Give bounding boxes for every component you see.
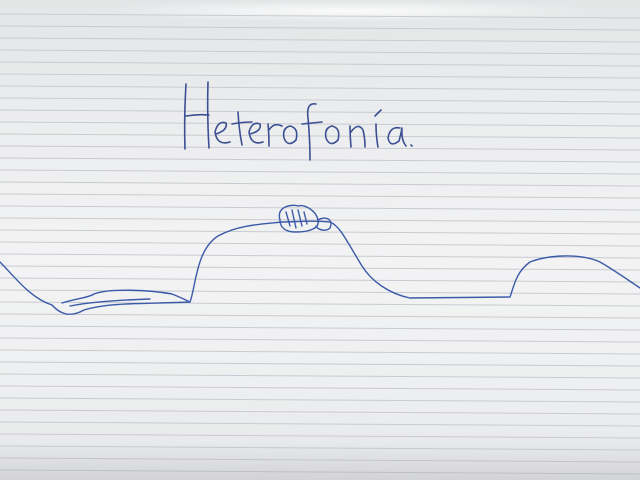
ruled-line [0,469,640,475]
ruled-line [0,13,640,19]
ruled-line [0,313,640,319]
ruled-line [0,241,640,247]
ruled-line [0,349,640,355]
ruled-line [0,301,640,307]
ruled-line [0,361,640,367]
ruled-line [0,445,640,451]
handwritten-title [183,81,413,161]
ruled-line [0,49,640,55]
ruled-line [0,385,640,391]
ruled-line [0,337,640,343]
ruled-line [0,205,640,211]
ruled-line [0,373,640,379]
ruled-line [0,397,640,403]
ruled-line [0,169,640,175]
ruled-line [0,193,640,199]
ruled-line [0,73,640,79]
ruled-line [0,157,640,163]
ruled-line [0,181,640,187]
ruled-line [0,229,640,235]
ruled-line [0,61,640,67]
ruled-line [0,37,640,43]
ruled-line [0,265,640,271]
ruled-line [0,433,640,439]
ruled-line [0,97,640,103]
ruled-line [0,109,640,115]
ruled-line [0,145,640,151]
ruled-line [0,217,640,223]
ruled-line [0,421,640,427]
ruled-line [0,25,640,31]
ruled-line [0,121,640,127]
bottom-shadow [0,440,640,480]
ruled-line [0,133,640,139]
ruled-line [0,277,640,283]
ruled-line [0,85,640,91]
ruled-line [0,409,640,415]
melodic-contour-drawing [0,204,640,316]
ruled-line [0,253,640,259]
ruled-line [0,457,640,463]
ruled-line [0,325,640,331]
